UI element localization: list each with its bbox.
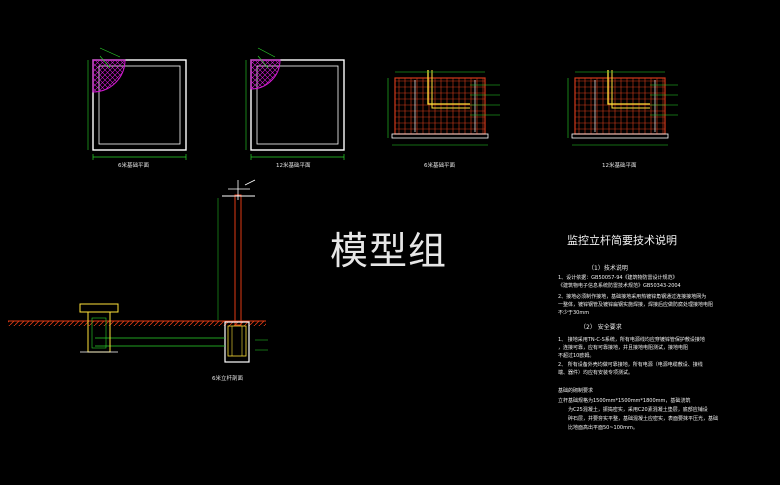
notes-section2-line: 2、 所有设备外壳均做可靠接地，所有电源（电源电缆敷设、接线 xyxy=(558,362,703,368)
notes-section1-line: 1、设计依据：GB50057-94《建筑物防雷设计规范》 xyxy=(558,275,678,281)
notes-section3-line: 立杆基础规格为1500mm*1500mm*1800mm，基础浇筑 xyxy=(558,398,691,404)
foundation-plan-6m xyxy=(87,47,187,160)
notes-section2-line: 不超过10欧姆。 xyxy=(558,353,595,359)
notes-section3-line: 碎石层，并要夯实平整，基础混凝土应密实，表面要抹平压光，基础 xyxy=(568,416,719,422)
notes-section3-heading: 基础的砌制要求 xyxy=(558,388,594,394)
notes-section1-line: 不少于30mm xyxy=(558,310,590,316)
notes-section2-line: ，连接可靠，应有可靠接地，并且接地电阻测试，接地电阻 xyxy=(558,345,689,351)
notes-section3-line: 为C25混凝土，振捣密实，采用C20素混凝土垫层，底部应铺设 xyxy=(568,407,708,413)
notes-section2-line: 1、 接地采用TN-C-S系统，所有电源线均应穿镀锌管保护敷设接地 xyxy=(558,337,705,343)
foundation-section-6m xyxy=(387,70,500,146)
notes-title: 监控立杆简要技术说明 xyxy=(567,234,677,247)
section-12m-caption: 12米基础平面 xyxy=(602,163,637,169)
notes-section1-line: 一整体，镀锌钢管及镀锌扁钢实施焊接，焊接后应做防腐处理接地电阻 xyxy=(558,302,714,308)
notes-section2-heading: （2） 安全要求 xyxy=(580,324,622,331)
foundation-plan-12m xyxy=(245,47,345,160)
notes-section1-line: 《建筑物电子信息系统防雷技术规范》GB50343-2004 xyxy=(558,283,681,289)
notes-section1-heading: （1）技术说明 xyxy=(588,265,628,272)
watermark-text: 模型组 xyxy=(330,229,448,273)
pole-elevation-6m xyxy=(8,179,268,363)
notes-section3-line: 比地面高出平面50~100mm。 xyxy=(568,425,638,431)
foundation-section-12m xyxy=(567,70,678,146)
notes-section1-line: 2、接地必须制作接地，基础接地采用热镀锌角钢通过连接接地网为 xyxy=(558,294,707,300)
notes-section2-line: 端、器件）均应有安装专项测试。 xyxy=(558,370,634,376)
section-6m-caption: 6米基础平面 xyxy=(424,163,455,169)
plan-6m-caption: 6米基础平面 xyxy=(118,163,149,169)
elevation-caption: 6米立杆剖面 xyxy=(212,376,243,382)
plan-12m-caption: 12米基础平面 xyxy=(276,163,311,169)
